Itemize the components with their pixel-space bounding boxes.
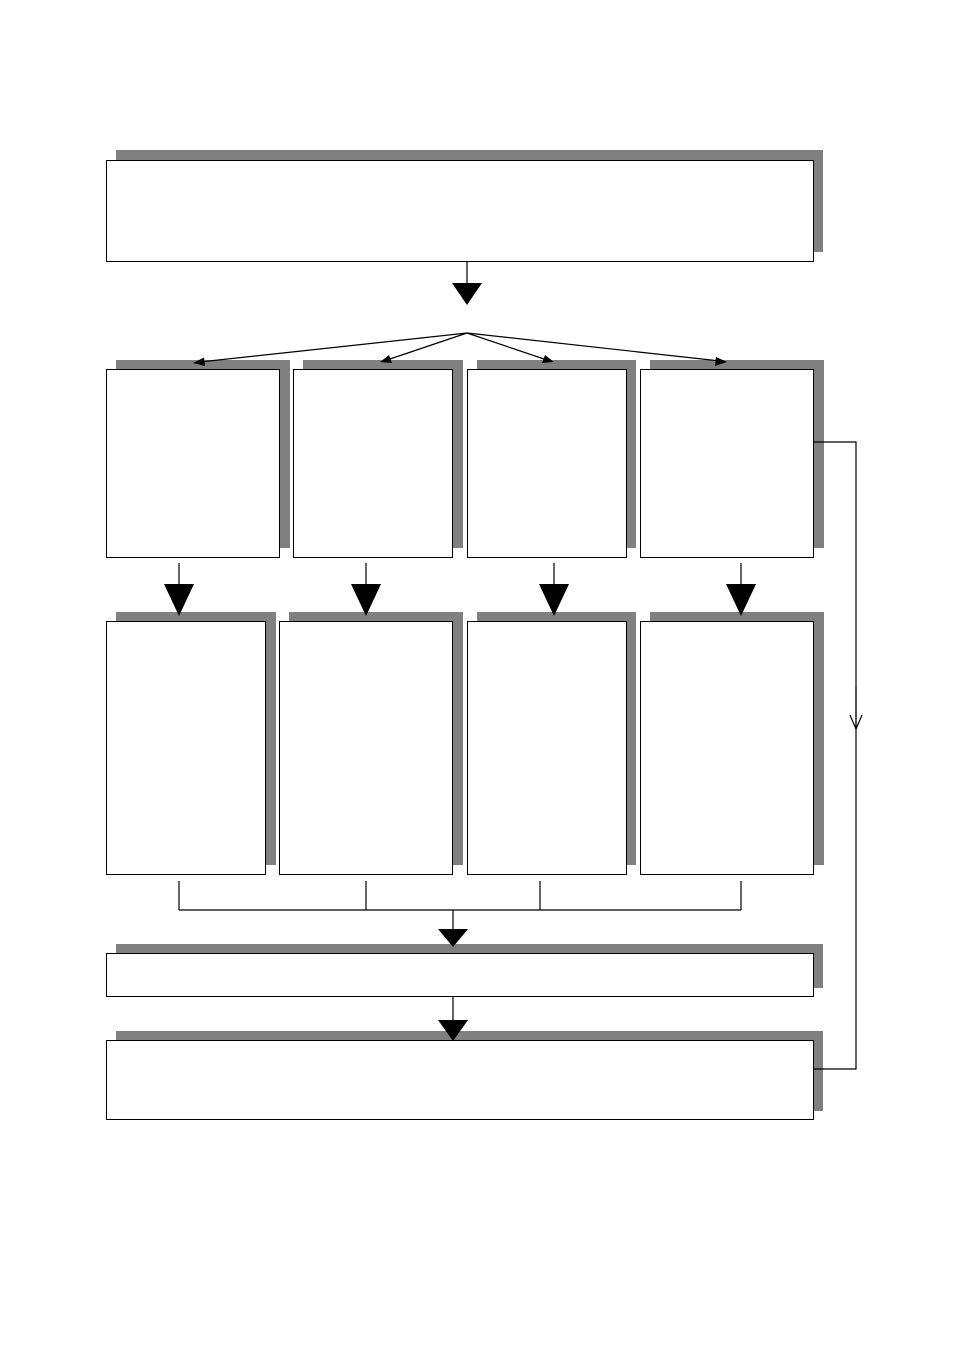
connector-side-loop — [814, 441, 857, 1070]
level1-box-d — [640, 369, 814, 558]
arrowhead-b-down — [351, 584, 381, 616]
level2-box-c — [467, 621, 627, 875]
arrowhead-fan-b — [380, 355, 392, 363]
level1-box-b — [293, 369, 453, 558]
connector-fan-d — [466, 332, 721, 362]
arrowhead-fan-a — [193, 357, 205, 366]
connector-fan-b — [386, 332, 468, 361]
arrowhead-fan-d — [715, 357, 727, 366]
arrowhead-top-big — [452, 283, 482, 305]
arrowhead-fan-c — [542, 355, 554, 363]
arrowhead-d-down — [726, 584, 756, 616]
arrowhead-a-down — [164, 584, 194, 616]
arrowhead-merge — [438, 929, 468, 947]
top-box — [106, 160, 814, 262]
connector-fan-a — [199, 332, 468, 363]
connector-fan-c — [466, 332, 548, 361]
level1-box-a — [106, 369, 280, 558]
bottom-box — [106, 1040, 814, 1120]
arrowhead-bottom — [438, 1020, 468, 1041]
merge-box — [106, 953, 814, 997]
level2-box-b — [279, 621, 453, 875]
level2-box-a — [106, 621, 266, 875]
arrowhead-c-down — [539, 584, 569, 616]
level1-box-c — [467, 369, 627, 558]
level2-box-d — [640, 621, 814, 875]
